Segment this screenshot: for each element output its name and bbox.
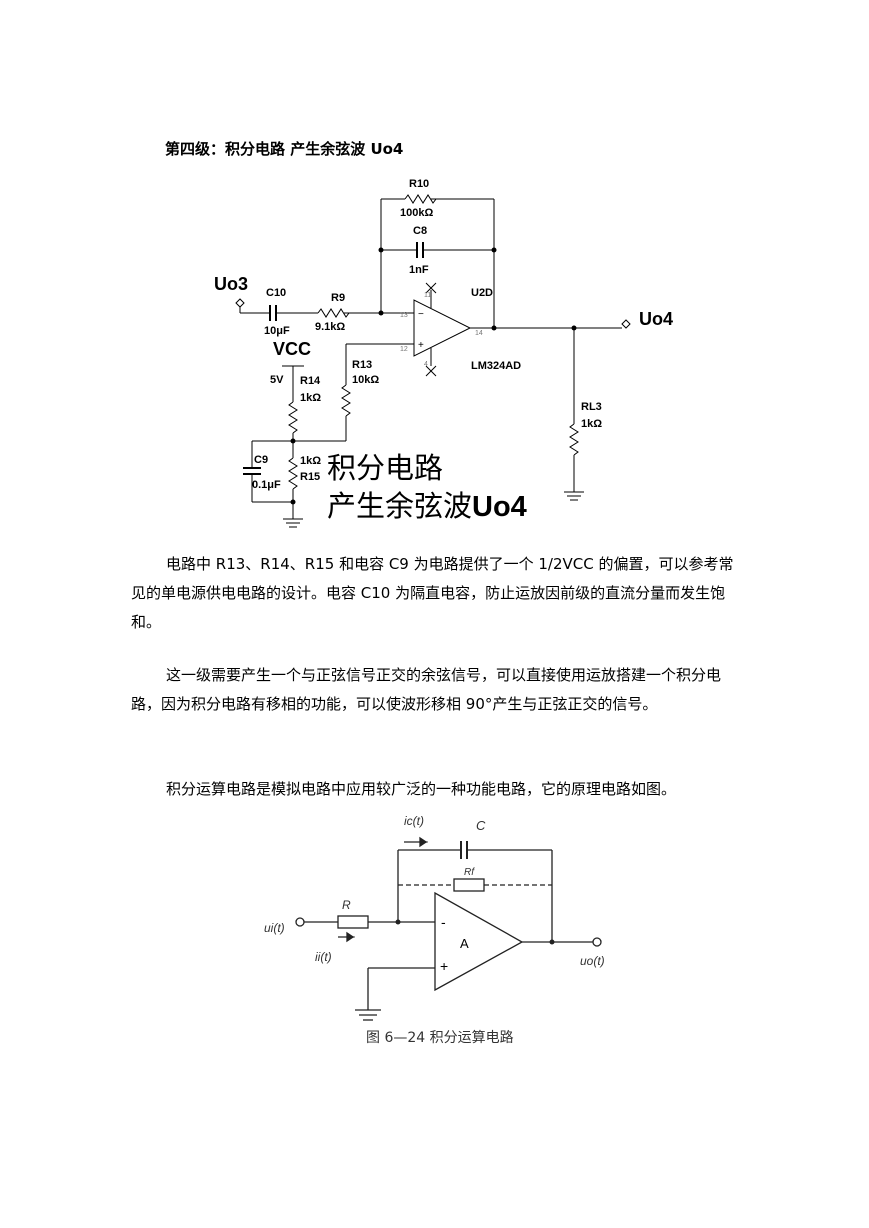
opamp-ref: U2D [471, 287, 493, 299]
r14-name: R14 [300, 375, 321, 387]
section-heading: 第四级：积分电路 产生余弦波 Uo4 [165, 140, 404, 158]
opamp-part: LM324AD [471, 360, 521, 372]
amp-label: A [460, 936, 469, 951]
paragraph-bias: 电路中 R13、R14、R15 和电容 C9 为电路提供了一个 1/2VCC 的… [131, 555, 734, 631]
r15-value: 1kΩ [300, 455, 321, 467]
r13-resistor [341, 384, 351, 417]
uo-label: uo(t) [580, 954, 605, 968]
textbook-integrator [295, 841, 602, 1021]
r14-resistor [288, 401, 298, 434]
pin-11: 11 [424, 292, 431, 299]
rl3-resistor [569, 423, 579, 456]
rl3-value: 1kΩ [581, 418, 602, 430]
output-label: Uo4 [639, 309, 673, 329]
opamp-u2d [413, 299, 472, 357]
uo3-terminal [235, 298, 245, 308]
r9-resistor [317, 308, 350, 318]
pin-13: 13 [400, 312, 408, 319]
pin-4: 4 [424, 361, 428, 368]
r9-value: 9.1kΩ [315, 321, 345, 333]
r14-value: 1kΩ [300, 392, 321, 404]
opamp-minus: − [418, 309, 424, 320]
vcc-label: VCC [273, 339, 311, 359]
paragraph-principle: 积分运算电路是模拟电路中应用较广泛的一种功能电路，它的原理电路如图。 [166, 780, 677, 798]
paragraph-integrator: 这一级需要产生一个与正弦信号正交的余弦信号，可以直接使用运放搭建一个积分电路，因… [131, 666, 722, 713]
ic-label: ic(t) [404, 814, 424, 828]
figure-caption: 图 6—24 积分运算电路 [366, 1030, 514, 1046]
rl3-name: RL3 [581, 401, 602, 413]
r13-value: 10kΩ [352, 374, 379, 386]
rf-label: Rf [464, 867, 475, 878]
c-label: C [476, 818, 486, 833]
overlay-line1: 积分电路 [327, 451, 443, 485]
opamp-plus: + [418, 340, 424, 351]
vcc-value: 5V [270, 374, 284, 386]
input-label: Uo3 [214, 274, 248, 294]
c10-name: C10 [266, 287, 286, 299]
c9-value: 0.1μF [252, 479, 281, 491]
r15-name: R15 [300, 471, 320, 483]
c9-name: C9 [254, 454, 268, 466]
amp-plus: + [440, 958, 448, 974]
r10-resistor [404, 194, 437, 204]
r13-name: R13 [352, 359, 372, 371]
uo4-terminal [621, 319, 631, 329]
pin-12: 12 [400, 346, 408, 353]
r10-name: R10 [409, 178, 429, 190]
pin-14: 14 [475, 330, 483, 337]
r9-name: R9 [331, 292, 345, 304]
overlay-line2: 产生余弦波Uo4 [327, 489, 527, 523]
ui-label: ui(t) [264, 921, 285, 935]
amp-minus: - [441, 914, 446, 930]
c8-name: C8 [413, 225, 427, 237]
r10-value: 100kΩ [400, 207, 433, 219]
ii-label: ii(t) [315, 950, 332, 964]
r-label: R [342, 898, 351, 912]
r15-resistor [288, 457, 298, 490]
c8-value: 1nF [409, 264, 429, 276]
c10-value: 10μF [264, 325, 290, 337]
